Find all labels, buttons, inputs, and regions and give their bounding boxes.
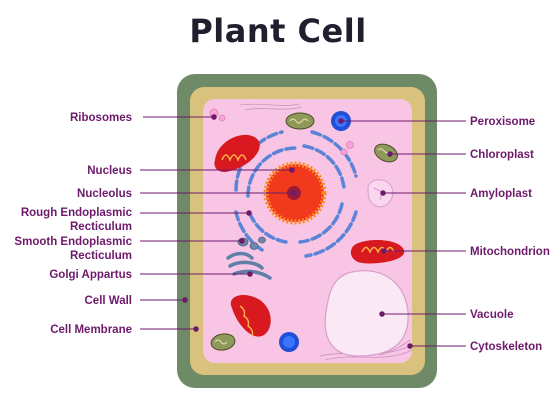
label-cell-membrane: Cell Membrane [50, 324, 132, 336]
ribosomes [209, 108, 354, 156]
label-mitochondrion: Mitochondrion [470, 246, 550, 258]
vacuole [324, 270, 409, 357]
label-nucleolus: Nucleolus [77, 188, 132, 200]
leader-lines-right [338, 118, 466, 349]
label-rough-er-line2: Recticulum [70, 221, 132, 233]
label-smooth-er-line1: Smooth Endoplasmic [14, 236, 132, 248]
mitochondrion [350, 240, 405, 264]
label-golgi-apparatus: Golgi Appartus [49, 269, 132, 281]
mitochondrion [230, 294, 271, 337]
label-cell-wall: Cell Wall [85, 295, 133, 307]
cytoskeleton [239, 103, 413, 361]
chloroplast [210, 333, 236, 351]
chloroplast [285, 112, 315, 130]
label-ribosomes: Ribosomes [70, 112, 132, 124]
leader-lines-left [140, 114, 297, 332]
mitochondrion [214, 134, 260, 172]
label-amyloplast: Amyloplast [470, 188, 532, 200]
label-smooth-er-line2: Recticulum [70, 250, 132, 262]
label-chloroplast: Chloroplast [470, 149, 534, 161]
diagram-title: Plant Cell [189, 12, 367, 50]
peroxisome [279, 332, 299, 352]
label-peroxisome: Peroxisome [470, 116, 535, 128]
label-nucleus: Nucleus [87, 165, 132, 177]
label-cytoskeleton: Cytoskeleton [470, 341, 542, 353]
label-vacuole: Vacuole [470, 309, 513, 321]
golgi-apparatus [226, 251, 272, 280]
label-rough-er-line1: Rough Endoplasmic [21, 207, 133, 219]
